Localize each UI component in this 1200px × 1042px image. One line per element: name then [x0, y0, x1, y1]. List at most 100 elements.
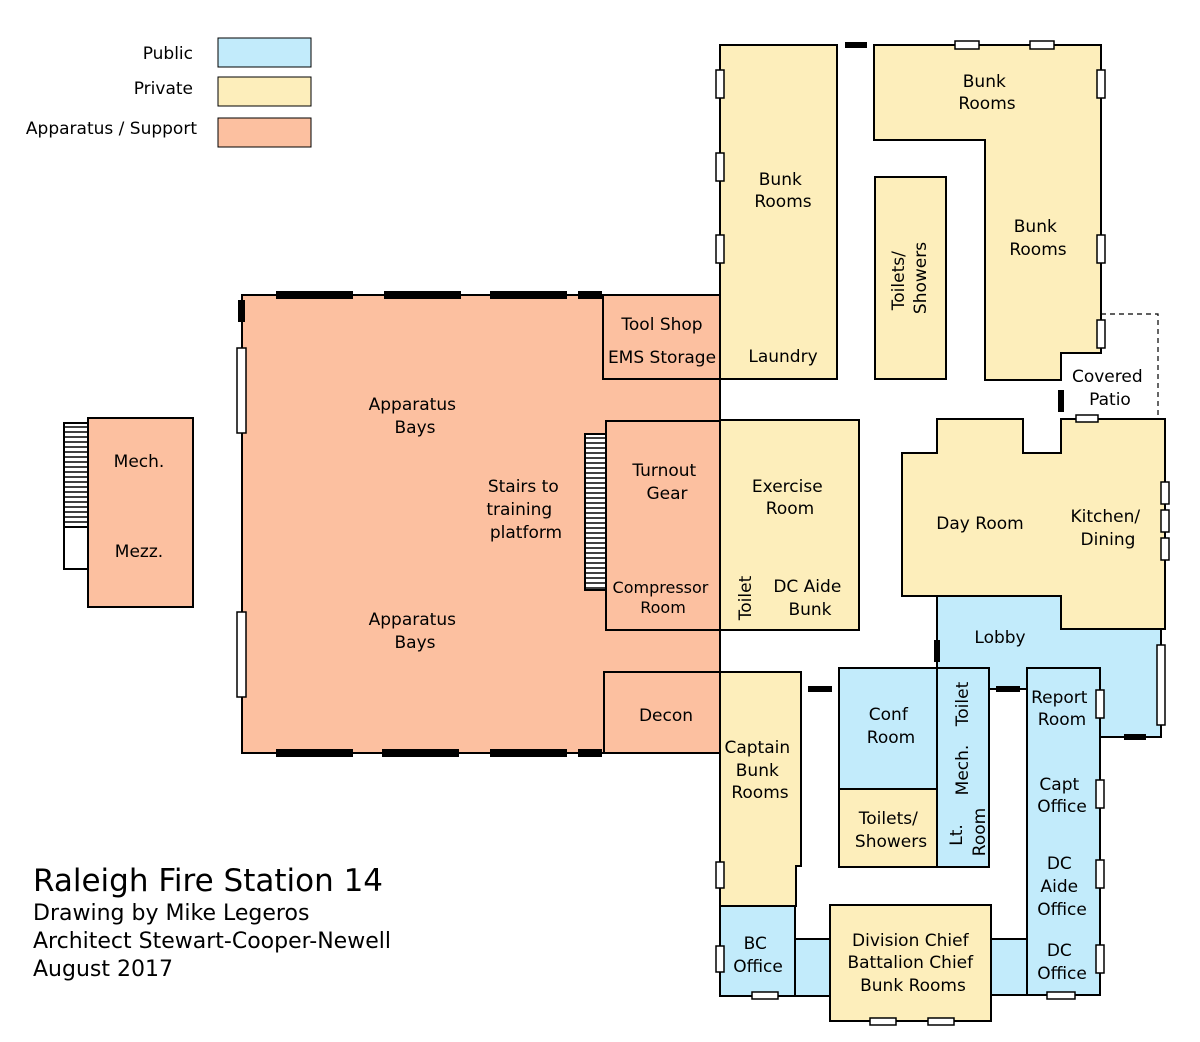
room-label-compressor-room: Compressor Room	[613, 578, 714, 617]
drawing-architect: Architect Stewart-Cooper-Newell	[33, 929, 391, 954]
title-block: Raleigh Fire Station 14 Drawing by Mike …	[33, 863, 391, 982]
window	[1029, 40, 1055, 50]
window	[927, 1017, 955, 1026]
bay-door	[384, 291, 461, 299]
window	[1095, 779, 1105, 809]
legend: Public Private Apparatus / Support	[26, 37, 312, 148]
window	[236, 347, 247, 434]
room-label-lt: Lt.	[947, 824, 967, 846]
covered-patio-outline	[1101, 313, 1159, 419]
doors	[238, 42, 1146, 757]
mezz-landing	[63, 526, 89, 570]
bay-door	[276, 749, 353, 757]
bay-door	[490, 749, 567, 757]
window	[1096, 319, 1106, 349]
window	[1156, 644, 1166, 726]
window	[1095, 944, 1105, 974]
window	[1160, 509, 1170, 533]
bay-door	[276, 291, 353, 299]
room-label-kitchen-dining: Kitchen/ Dining	[1070, 507, 1145, 550]
bunk-rooms-right-room	[873, 44, 1102, 381]
room-label-turnout-gear: Turnout Gear	[631, 461, 701, 504]
door	[845, 42, 867, 48]
bay-door	[490, 291, 567, 299]
toilets-showers-south-room	[838, 788, 938, 868]
room-label-toilets-showers-south: Toilets/ Showers	[855, 809, 927, 852]
door	[934, 640, 940, 662]
window	[869, 1017, 897, 1026]
drawing-title: Raleigh Fire Station 14	[33, 863, 383, 899]
dc-corridor	[990, 938, 1028, 996]
turnout-gear-room	[605, 420, 721, 631]
legend-swatch-apparatus	[217, 117, 312, 148]
legend-label-public: Public	[143, 44, 193, 64]
room-label-dc-office: DC Office	[1037, 941, 1087, 984]
room-labels: Apparatus Bays Apparatus Bays Stairs to …	[114, 72, 1148, 996]
conf-room	[838, 667, 938, 790]
bay-door	[578, 749, 602, 757]
bunk-rooms-left-room	[719, 44, 838, 380]
window	[715, 152, 725, 182]
room-label-conf-room: Conf Room	[867, 705, 915, 748]
offices-column	[1026, 667, 1101, 996]
room-label-bc-office: BC Office	[733, 934, 783, 977]
room-label-dc-aide-bunk: DC Aide Bunk	[773, 577, 846, 620]
door	[238, 300, 245, 322]
door	[808, 686, 832, 692]
room-label-apparatus-bays-upper: Apparatus Bays	[369, 395, 462, 438]
toilets-showers-north-room	[874, 176, 947, 380]
legend-label-apparatus: Apparatus / Support	[26, 119, 197, 139]
window	[715, 69, 725, 99]
room-label-ems-storage: EMS Storage	[608, 348, 716, 368]
room-label-report-room: Report Room	[1031, 688, 1093, 730]
room-label-bunk-rooms-left: Bunk Rooms	[754, 170, 811, 212]
room-label-toilets-showers-north: Toilets/ Showers	[889, 242, 931, 314]
division-chief-room	[829, 904, 992, 1022]
stairs-mezzanine	[63, 422, 89, 570]
window	[1096, 234, 1106, 264]
apparatus-wing	[87, 294, 759, 754]
bay-door	[382, 749, 459, 757]
door	[1058, 390, 1064, 412]
room-label-mech: Mech.	[953, 745, 973, 796]
room-label-decon: Decon	[639, 706, 693, 726]
room-label-captain-bunk-rooms: Captain Bunk Rooms	[724, 738, 795, 803]
room-label-toilet-small: Toilet	[736, 575, 756, 621]
room-label-lobby: Lobby	[974, 628, 1025, 648]
room-label-stairs: Stairs to training platform	[486, 477, 564, 543]
room-label-day-room: Day Room	[936, 514, 1023, 534]
drawing-author: Drawing by Mike Legeros	[33, 901, 309, 926]
window	[1160, 481, 1170, 505]
legend-swatch-private	[217, 76, 312, 107]
tool-shop-room	[602, 294, 721, 380]
bc-office-room	[719, 905, 796, 997]
room-label-capt-office: Capt Office	[1037, 775, 1087, 817]
stairs-training-platform	[584, 433, 607, 591]
window	[1095, 689, 1105, 719]
room-label-room: Room	[970, 808, 990, 856]
room-label-covered-patio: Covered Patio	[1072, 367, 1148, 410]
window	[236, 611, 247, 698]
window	[751, 991, 779, 1000]
window	[954, 40, 980, 50]
window	[1075, 414, 1099, 423]
windows	[236, 40, 1170, 1026]
public-areas	[719, 595, 1162, 997]
window	[1095, 859, 1105, 889]
window	[1046, 991, 1076, 1000]
room-label-laundry: Laundry	[748, 347, 817, 367]
window	[1096, 69, 1106, 99]
bc-corridor	[794, 938, 831, 997]
room-label-mech: Mech.	[114, 452, 165, 472]
window	[1160, 537, 1170, 561]
room-label-bunk-rooms-right: Bunk Rooms	[1009, 217, 1066, 260]
room-label-toilet-vertical: Toilet	[953, 681, 973, 727]
mech-toilet-room	[936, 667, 990, 868]
private-areas	[719, 44, 1166, 1022]
room-label-bunk-rooms-top: Bunk Rooms	[958, 72, 1015, 114]
room-label-tool-shop: Tool Shop	[620, 315, 702, 335]
room-label-mezz: Mezz.	[115, 542, 163, 562]
day-room-kitchen	[901, 418, 1166, 630]
legend-label-private: Private	[134, 79, 193, 99]
